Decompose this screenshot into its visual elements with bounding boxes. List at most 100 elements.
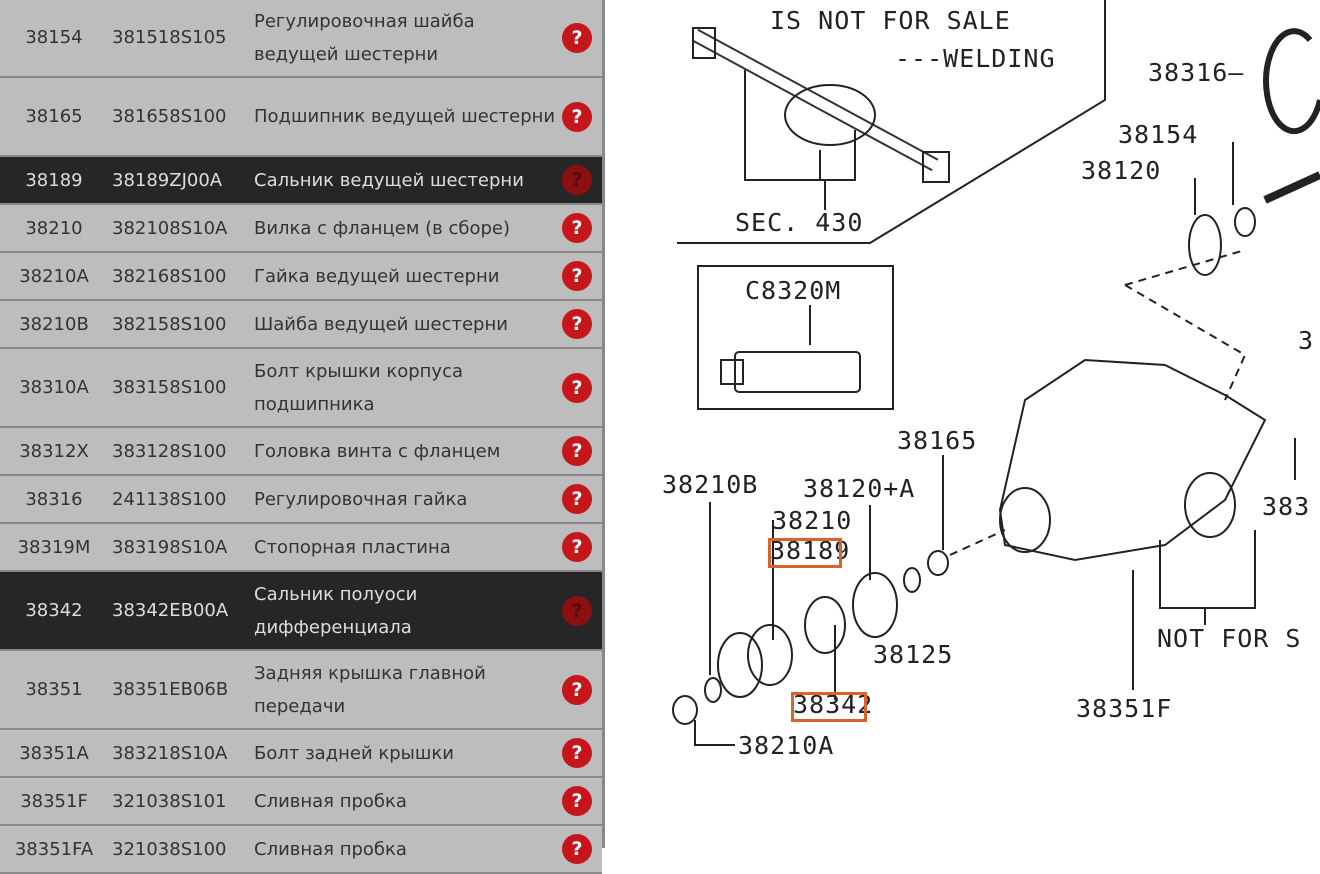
part-row[interactable]: 38154 381518S105 Регулировочная шайба ве… (0, 0, 602, 78)
part-code: 381658S100 (112, 106, 227, 127)
part-number: 38351A (19, 742, 89, 764)
part-code: 321038S101 (112, 790, 227, 812)
part-number: 38316 (25, 488, 83, 510)
help-icon[interactable]: ? (562, 834, 592, 864)
callout-border (677, 0, 1106, 244)
callout-38210B[interactable]: 38210B (662, 470, 759, 499)
callout-sec430: SEC. 430 (735, 208, 864, 237)
part-code: 381518S105 (112, 27, 227, 48)
callout-38120[interactable]: 38120 (1081, 156, 1162, 185)
part-row[interactable]: 38319M 383198S10A Стопорная пластина ? (0, 524, 602, 572)
part-name: Регулировочная шайба ведущей шестерни (254, 10, 475, 65)
part-code: 383218S10A (112, 742, 228, 764)
part-code: 383158S100 (112, 377, 227, 398)
part-code: 38189ZJ00A (112, 169, 223, 191)
callout-38125[interactable]: 38125 (873, 640, 954, 669)
part-name: Сливная пробка (254, 838, 407, 860)
part-name: Болт задней крышки (254, 742, 454, 764)
help-icon[interactable]: ? (562, 484, 592, 514)
part-code: 321038S100 (112, 838, 227, 860)
part-row[interactable]: 38310A 383158S100 Болт крышки корпуса по… (0, 349, 602, 428)
part-row[interactable]: 38312X 383128S100 Головка винта с фланце… (0, 428, 602, 476)
help-icon[interactable]: ? (562, 261, 592, 291)
part-number: 38310A (19, 377, 89, 398)
help-icon[interactable]: ? (562, 786, 592, 816)
part-name: Стопорная пластина (254, 536, 451, 558)
callout-partial-3: 3 (1298, 326, 1315, 355)
callout-not-for-s: NOT FOR S (1157, 624, 1302, 653)
part-number: 38210B (19, 313, 89, 335)
part-name: Шайба ведущей шестерни (254, 313, 508, 335)
callout-partial-383: 383 (1262, 492, 1311, 521)
part-name: Подшипник ведущей шестерни (254, 106, 556, 127)
callout-38154[interactable]: 38154 (1118, 120, 1199, 149)
part-code: 382168S100 (112, 265, 227, 287)
part-row[interactable]: 38210B 382158S100 Шайба ведущей шестерни… (0, 301, 602, 349)
part-row[interactable]: 38351FA 321038S100 Сливная пробка ? (0, 826, 602, 874)
part-number: 38319M (17, 536, 91, 558)
help-icon[interactable]: ? (562, 22, 592, 53)
axle-housing-drawing (691, 27, 950, 210)
callout-38210A[interactable]: 38210A (738, 731, 835, 760)
part-code: 383128S100 (112, 440, 227, 462)
part-row[interactable]: 38342 38342EB00A Сальник полуоси диффере… (0, 572, 602, 651)
part-row[interactable]: 38351A 383218S10A Болт задней крышки ? (0, 730, 602, 778)
part-row[interactable]: 38351F 321038S101 Сливная пробка ? (0, 778, 602, 826)
parts-table: 38154 381518S105 Регулировочная шайба ве… (0, 0, 605, 874)
help-icon[interactable]: ? (562, 436, 592, 466)
help-icon[interactable]: ? (562, 738, 592, 768)
part-number: 38351 (25, 679, 83, 700)
highlight-box (791, 692, 867, 722)
callout-38210[interactable]: 38210 (772, 506, 853, 535)
part-row[interactable]: 38210 382108S10A Вилка с фланцем (в сбор… (0, 205, 602, 253)
part-code: 38351EB06B (112, 679, 229, 700)
tool-drawing (734, 351, 861, 393)
part-name: Задняя крышка главной передачи (254, 662, 486, 717)
callout-c8320m: C8320M (745, 276, 842, 305)
callout-38316[interactable]: 38316— (1148, 58, 1245, 87)
part-number: 38351FA (14, 838, 94, 860)
help-icon[interactable]: ? (562, 165, 592, 195)
callout-38351F[interactable]: 38351F (1076, 694, 1173, 723)
pinion-parts-drawing (672, 28, 1320, 746)
c8320m-box (697, 265, 894, 410)
highlight-box (768, 538, 842, 568)
part-number: 38210 (25, 217, 83, 239)
part-code: 241138S100 (112, 488, 227, 510)
help-icon[interactable]: ? (562, 532, 592, 562)
callout-welding: ---WELDING (895, 44, 1056, 73)
part-name: Болт крышки корпуса подшипника (254, 360, 464, 415)
part-row[interactable]: 38351 38351EB06B Задняя крышка главной п… (0, 651, 602, 730)
help-icon[interactable]: ? (562, 101, 592, 132)
differential-case-drawing (949, 249, 1296, 690)
callout-38120A[interactable]: 38120+A (803, 474, 916, 503)
part-name: Головка винта с фланцем (254, 440, 501, 462)
help-icon[interactable]: ? (562, 595, 592, 626)
part-row[interactable]: 38210A 382168S100 Гайка ведущей шестерни… (0, 253, 602, 301)
part-number: 38342 (25, 600, 83, 621)
part-name: Гайка ведущей шестерни (254, 265, 500, 287)
part-number: 38312X (19, 440, 89, 462)
part-number: 38154 (25, 27, 83, 48)
callout-38165[interactable]: 38165 (897, 426, 978, 455)
help-icon[interactable]: ? (562, 213, 592, 243)
part-code: 38342EB00A (112, 600, 229, 621)
part-number: 38351F (20, 790, 88, 812)
help-icon[interactable]: ? (562, 674, 592, 705)
callout-not-for-sale-note: IS NOT FOR SALE (770, 6, 1011, 35)
part-row[interactable]: 38189 38189ZJ00A Сальник ведущей шестерн… (0, 157, 602, 205)
part-row[interactable]: 38165 381658S100 Подшипник ведущей шесте… (0, 78, 602, 157)
part-row[interactable]: 38316 241138S100 Регулировочная гайка ? (0, 476, 602, 524)
help-icon[interactable]: ? (562, 372, 592, 403)
help-icon[interactable]: ? (562, 309, 592, 339)
part-code: 382108S10A (112, 217, 228, 239)
part-number: 38165 (25, 106, 83, 127)
part-name: Сальник полуоси дифференциала (254, 583, 418, 638)
part-number: 38210A (19, 265, 89, 287)
part-code: 382158S100 (112, 313, 227, 335)
part-name: Регулировочная гайка (254, 488, 468, 510)
part-name: Сальник ведущей шестерни (254, 169, 524, 191)
diagram-drawing (672, 0, 1320, 746)
part-name: Вилка с фланцем (в сборе) (254, 217, 510, 239)
